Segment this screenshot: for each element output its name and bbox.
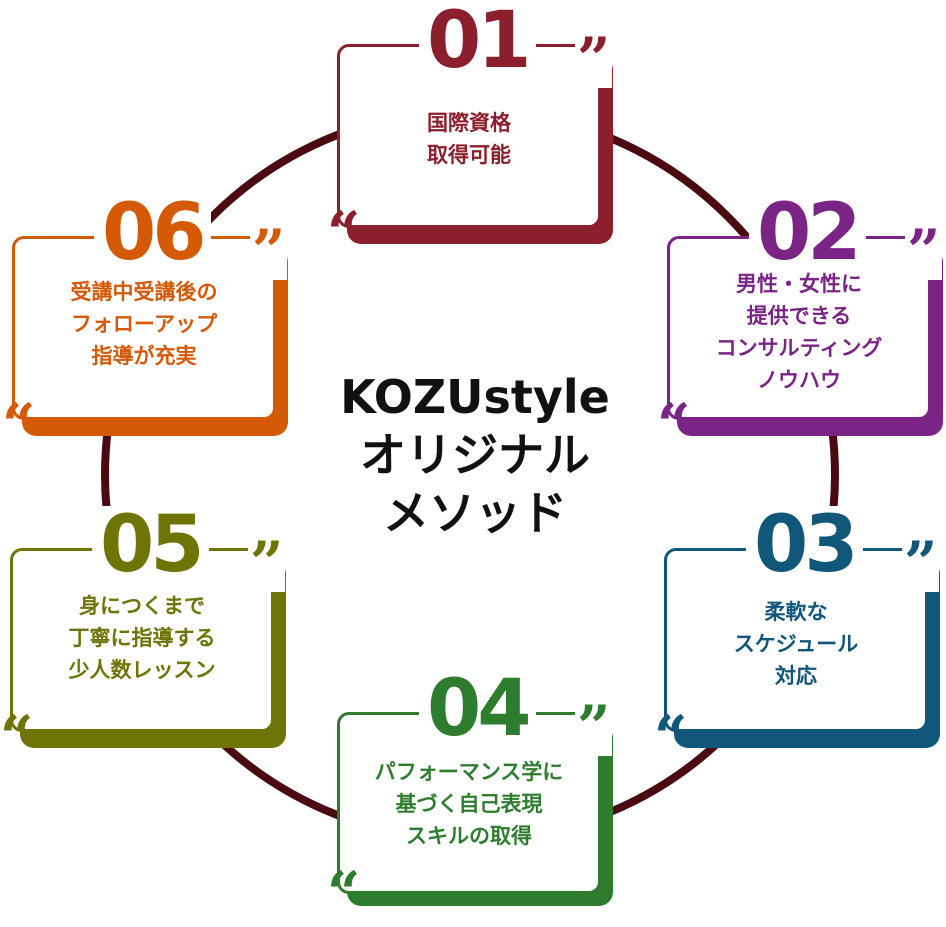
card-06-line-2: フォローアップ [70, 312, 218, 336]
card-03-line-2: スケジュール [733, 632, 859, 656]
card-01-close-quote: ” [575, 25, 613, 93]
center-title-line-1: KOZUstyle [340, 370, 610, 424]
card-02-text: 男性・女性に 提供できる コンサルティング ノウハウ [667, 264, 931, 400]
card-06-line-1: 受講中受講後の [70, 280, 218, 304]
card-03: 03 ” “ 柔軟な スケジュール 対応 [654, 506, 940, 766]
card-02-close-quote: ” [905, 217, 943, 285]
card-05-line-2: 丁寧に指導する [68, 626, 216, 650]
card-06-text: 受講中受講後の フォローアップ 指導が充実 [12, 272, 276, 376]
card-06-number: 06 [94, 194, 211, 272]
center-title-line-3: メソッド [383, 486, 567, 540]
card-02-open-quote: “ [657, 391, 691, 459]
card-01-line-1: 国際資格 [427, 111, 511, 135]
card-04: 04 ” “ パフォーマンス学に 基づく自己表現 スキルの取得 [327, 670, 613, 922]
card-05-close-quote: ” [248, 529, 286, 597]
card-03-number: 03 [746, 506, 863, 584]
card-03-line-1: 柔軟な [764, 600, 828, 624]
card-05-line-1: 身につくまで [79, 594, 205, 618]
card-02: 02 ” “ 男性・女性に 提供できる コンサルティング ノウハウ [657, 194, 943, 454]
card-02-line-3: コンサルティング [715, 336, 883, 360]
center-title: KOZUstyle オリジナル メソッド [290, 368, 660, 542]
card-02-line-1: 男性・女性に [736, 272, 862, 296]
card-01-number: 01 [419, 2, 536, 80]
card-05-open-quote: “ [0, 703, 34, 771]
card-01-text: 国際資格 取得可能 [337, 94, 601, 184]
card-04-line-2: 基づく自己表現 [395, 792, 543, 816]
card-03-line-3: 対応 [775, 664, 817, 688]
card-03-text: 柔軟な スケジュール 対応 [664, 592, 928, 696]
card-02-number: 02 [749, 194, 866, 272]
card-05-number: 05 [92, 506, 209, 584]
card-06-line-3: 指導が充実 [91, 344, 197, 368]
center-title-line-2: オリジナル [360, 428, 590, 482]
card-02-line-4: ノウハウ [757, 368, 841, 392]
card-02-line-2: 提供できる [746, 304, 852, 328]
card-01: 01 ” “ 国際資格 取得可能 [327, 2, 613, 262]
card-06-open-quote: “ [2, 391, 36, 459]
card-05: 05 ” “ 身につくまで 丁寧に指導する 少人数レッスン [0, 506, 286, 766]
card-01-line-2: 取得可能 [427, 143, 511, 167]
card-06-close-quote: ” [250, 217, 288, 285]
card-04-text: パフォーマンス学に 基づく自己表現 スキルの取得 [337, 752, 601, 856]
card-04-close-quote: ” [575, 693, 613, 761]
card-05-text: 身につくまで 丁寧に指導する 少人数レッスン [10, 586, 274, 690]
card-04-line-1: パフォーマンス学に [374, 760, 564, 784]
card-05-line-3: 少人数レッスン [68, 658, 216, 682]
card-06: 06 ” “ 受講中受講後の フォローアップ 指導が充実 [2, 194, 288, 454]
card-04-open-quote: “ [327, 859, 361, 927]
card-03-open-quote: “ [654, 703, 688, 771]
card-01-open-quote: “ [327, 199, 361, 267]
card-03-close-quote: ” [902, 529, 940, 597]
card-04-line-3: スキルの取得 [406, 824, 532, 848]
card-04-number: 04 [419, 670, 536, 748]
